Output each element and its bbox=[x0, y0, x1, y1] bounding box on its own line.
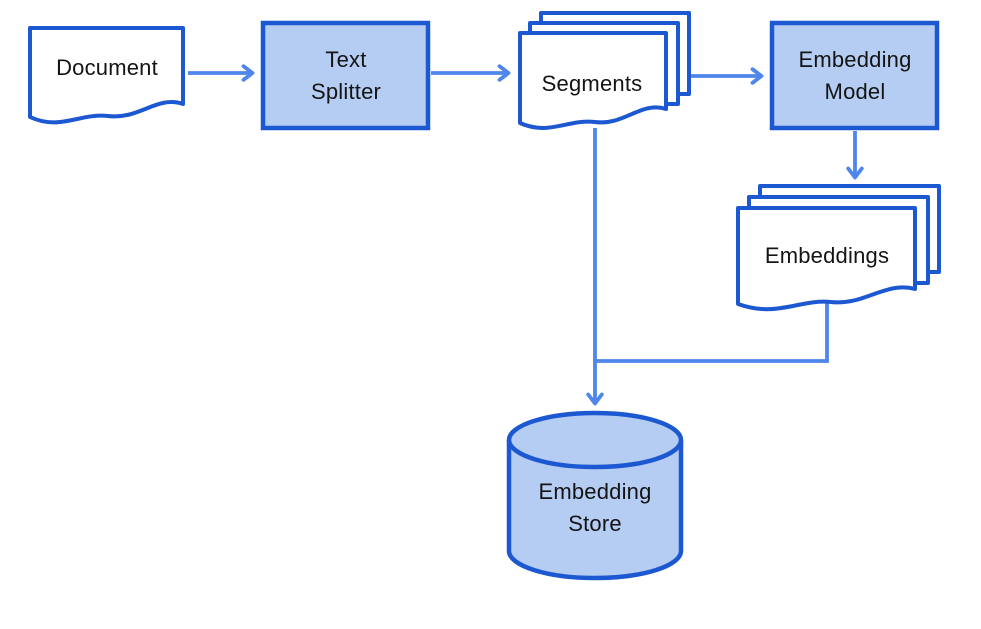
node-text-splitter-shape bbox=[260, 20, 431, 131]
node-embedding-store-top bbox=[506, 410, 684, 470]
node-segments-front-page bbox=[518, 31, 668, 130]
edge-embeddings-to-junction bbox=[593, 302, 829, 363]
node-document-label: Document bbox=[56, 55, 158, 80]
node-text-splitter-label: Text Splitter bbox=[310, 47, 382, 104]
node-embedding-store-label: Embedding Store bbox=[538, 479, 652, 536]
node-embedding-store-body bbox=[506, 440, 684, 581]
node-embedding-model-label: Embedding Model bbox=[798, 47, 912, 104]
node-embeddings-label: Embeddings bbox=[764, 243, 890, 268]
node-document-shape bbox=[28, 26, 185, 125]
node-embeddings-front-page bbox=[736, 206, 917, 312]
node-embedding-model-shape bbox=[769, 20, 940, 131]
node-segments-label: Segments bbox=[541, 71, 643, 96]
